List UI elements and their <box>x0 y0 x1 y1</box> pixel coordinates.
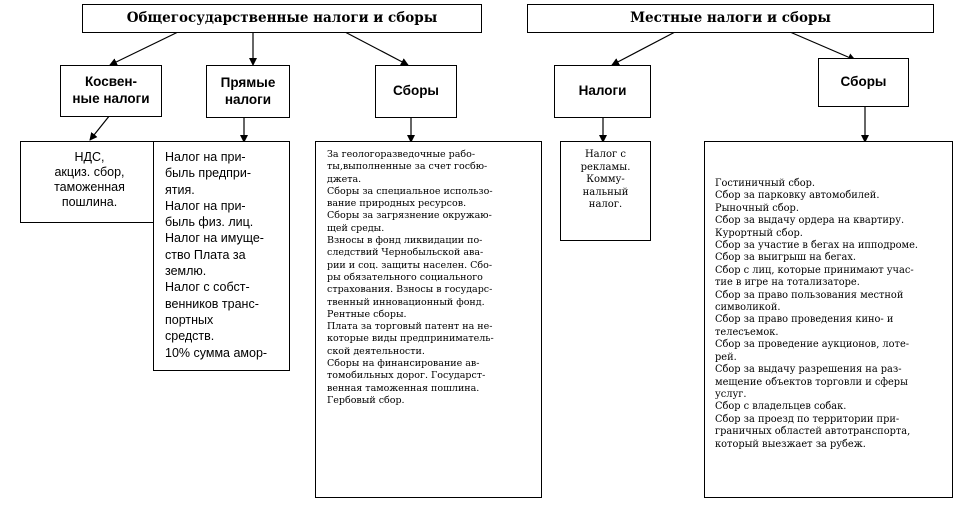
list-item: Сбор с лиц, которые принимают учас- <box>715 264 914 276</box>
list-item: Рентные сборы. <box>327 308 407 320</box>
list-item: Налог на при- <box>165 150 246 164</box>
list-item: Сбор за право пользования местной <box>715 289 904 301</box>
list-item: томобильных дорог. Государст- <box>327 370 486 382</box>
list-item: налог. <box>588 199 623 210</box>
indirect-taxes-label-line-2: ные налоги <box>72 91 150 106</box>
list-item: быль физ. лиц. <box>165 215 254 230</box>
list-item: ятия. <box>165 182 195 197</box>
direct-taxes-label-line-1: Прямые <box>220 74 276 90</box>
list-item: Гостиничный сбор. <box>715 178 815 189</box>
arrow-local-to-fees <box>789 31 856 61</box>
list-item: щей среды. <box>327 222 385 234</box>
indirect-taxes-label-line-1: Косвен- <box>84 74 138 90</box>
list-item: быль предпри- <box>165 166 251 181</box>
list-item: За геологоразведочные рабо- <box>327 149 476 160</box>
list-item: Сбор за выигрыш на бегах. <box>715 252 857 264</box>
list-item: Сбор за выдачу ордера на квартиру. <box>715 215 905 227</box>
list-item: которые виды предприниматель- <box>327 333 494 345</box>
list-item: ской деятельности. <box>327 345 425 357</box>
list-item: 10% сумма амор- <box>165 345 268 360</box>
indirect-taxes-list: НДС, акциз. сбор, таможенная пошлина. <box>20 141 159 223</box>
list-item: Комму- <box>586 174 625 185</box>
list-item: вание природных ресурсов. <box>327 198 467 210</box>
list-item: Сбор за право проведения кино- и <box>715 314 894 326</box>
national-taxes-header: Общегосударственные налоги и сборы <box>82 4 482 33</box>
local-taxes-header: Местные налоги и сборы <box>527 4 934 33</box>
list-item: пошлина. <box>61 195 118 209</box>
arrow-national-to-fees <box>344 31 409 66</box>
list-item: НДС, <box>74 150 105 164</box>
list-item: таможенная <box>54 180 125 194</box>
list-item: рей. <box>715 351 737 363</box>
list-item: ты,выполненные за счет госбю- <box>327 161 488 173</box>
direct-taxes-box: Прямые налоги <box>206 65 290 118</box>
list-item: Сбор за парковку автомобилей. <box>715 190 880 202</box>
local-taxes-label: Налоги <box>578 83 627 99</box>
list-item: услуг. <box>715 388 747 400</box>
list-item: твенный инновационный фонд. <box>327 296 485 308</box>
national-taxes-title: Общегосударственные налоги и сборы <box>126 10 438 27</box>
list-item: ры обязательного социального <box>327 271 483 283</box>
list-item: Сбор за выдачу разрешения на раз- <box>715 364 902 376</box>
list-item: Сбор за участие в бегах на ипподроме. <box>715 240 919 252</box>
list-item: граничных областей автотранспорта, <box>715 426 911 438</box>
list-item: средств. <box>165 329 215 344</box>
list-item: Гербовый сбор. <box>327 394 405 406</box>
list-item: землю. <box>165 264 207 279</box>
national-fees-box: Сборы <box>375 65 457 118</box>
list-item: телесъемок. <box>715 326 779 338</box>
list-item: страхования. Взносы в государс- <box>327 284 493 296</box>
list-item: Плата за торговый патент на не- <box>327 321 493 333</box>
list-item: Налог с <box>584 149 627 160</box>
direct-taxes-label-line-2: налоги <box>224 91 272 107</box>
list-item: ство Плата за <box>165 247 246 262</box>
list-item: который выезжает за рубеж. <box>715 438 866 450</box>
list-item: портных <box>165 312 214 327</box>
list-item: тие в игре на тотализаторе. <box>715 277 860 289</box>
list-item: акциз. сбор, <box>54 165 125 179</box>
list-item: Сбор за проведение аукционов, лоте- <box>715 339 910 351</box>
list-item: следствий Чернобыльской ава- <box>327 247 484 259</box>
list-item: джета. <box>327 173 362 185</box>
arrow-local-to-taxes <box>611 31 676 66</box>
local-taxes-title: Местные налоги и сборы <box>630 10 831 27</box>
list-item: Налог на при- <box>165 198 246 213</box>
indirect-taxes-box: Косвен- ные налоги <box>60 65 162 117</box>
list-item: венников транс- <box>165 296 259 311</box>
arrow-indirect-to-items <box>89 114 111 141</box>
national-fees-label: Сборы <box>393 83 439 99</box>
list-item: Налог на имуще- <box>165 231 264 246</box>
list-item: Сборы за специальное использо- <box>327 185 493 197</box>
list-item: Курортный сбор. <box>715 227 803 239</box>
local-fees-list: Гостиничный сбор. Сбор за парковку автом… <box>704 141 953 498</box>
arrow-national-to-indirect <box>109 31 179 66</box>
list-item: венная таможенная пошлина. <box>327 382 480 394</box>
list-item: Налог с собст- <box>165 280 250 295</box>
list-item: мещение объектов торговли и сферы <box>715 376 908 388</box>
local-taxes-box: Налоги <box>554 65 651 118</box>
local-fees-box: Сборы <box>818 58 909 107</box>
direct-taxes-list: Налог на при- быль предпри- ятия. Налог … <box>153 141 290 371</box>
list-item: Взносы в фонд ликвидации по- <box>327 235 483 247</box>
list-item: рии и соц. защиты населен. Сбо- <box>327 259 493 271</box>
list-item: символикой. <box>715 302 781 314</box>
list-item: Рыночный сбор. <box>715 202 799 214</box>
list-item: рекламы. <box>580 161 631 173</box>
list-item: Сбор с владельцев собак. <box>715 401 847 413</box>
local-fees-label: Сборы <box>840 74 887 90</box>
list-item: Сборы за загрязнение окружаю- <box>327 210 492 222</box>
list-item: нальный <box>582 186 629 198</box>
national-fees-list: За геологоразведочные рабо- ты,выполненн… <box>315 141 542 498</box>
local-taxes-list: Налог с рекламы. Комму- нальный налог. <box>560 141 651 241</box>
list-item: Сбор за проезд по территории при- <box>715 413 900 425</box>
list-item: Сборы на финансирование ав- <box>327 358 480 370</box>
